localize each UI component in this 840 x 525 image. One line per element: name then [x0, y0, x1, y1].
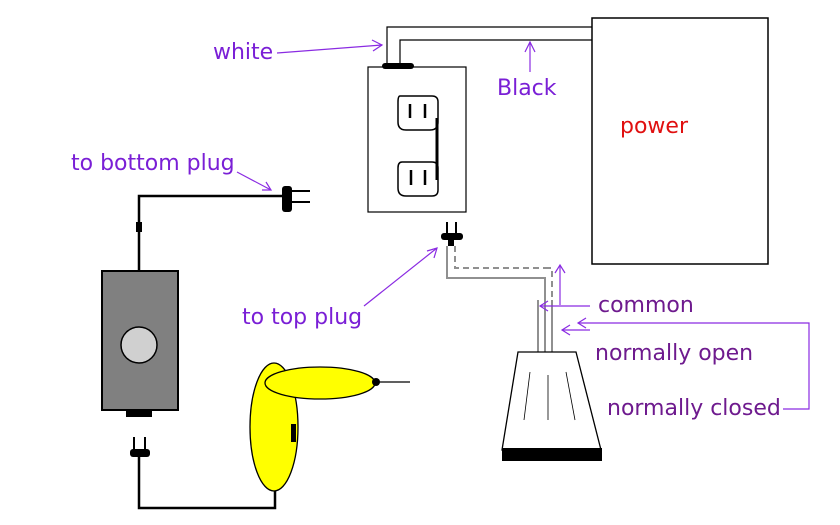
white-label: white: [213, 40, 274, 65]
common-arrow: [538, 300, 590, 312]
normally-closed-leader: [576, 317, 810, 410]
black-arrow: [524, 40, 536, 72]
bottom-plug: [282, 186, 310, 212]
controller-box: [101, 270, 179, 417]
power-return-arrow: [554, 263, 566, 305]
bottom-plug-arrow: [236, 171, 273, 191]
to-top-plug-label: to top plug: [242, 305, 363, 330]
normally-closed-label: normally closed: [607, 396, 781, 421]
power-label: power: [620, 114, 688, 139]
controller-output-plug: [130, 437, 150, 457]
normally-open-arrow: [560, 324, 590, 336]
float-switch: [501, 351, 602, 461]
lamp-horizontal: [264, 366, 410, 400]
to-bottom-plug-label: to bottom plug: [71, 151, 235, 176]
lamp-cord: [137, 457, 277, 510]
normally-open-label: normally open: [595, 341, 754, 366]
black-label: Black: [497, 76, 557, 101]
white-arrow: [276, 39, 384, 54]
bottom-receptacle: [397, 161, 439, 197]
top-plug-arrow: [363, 247, 438, 307]
top-receptacle: [397, 95, 439, 131]
controller-input-cord: [137, 194, 284, 271]
float-switch-cord: [446, 246, 553, 352]
common-label: common: [598, 293, 694, 318]
outlet-mounting-strap: [382, 63, 414, 69]
top-plug: [441, 222, 463, 246]
power-box: [591, 17, 769, 265]
